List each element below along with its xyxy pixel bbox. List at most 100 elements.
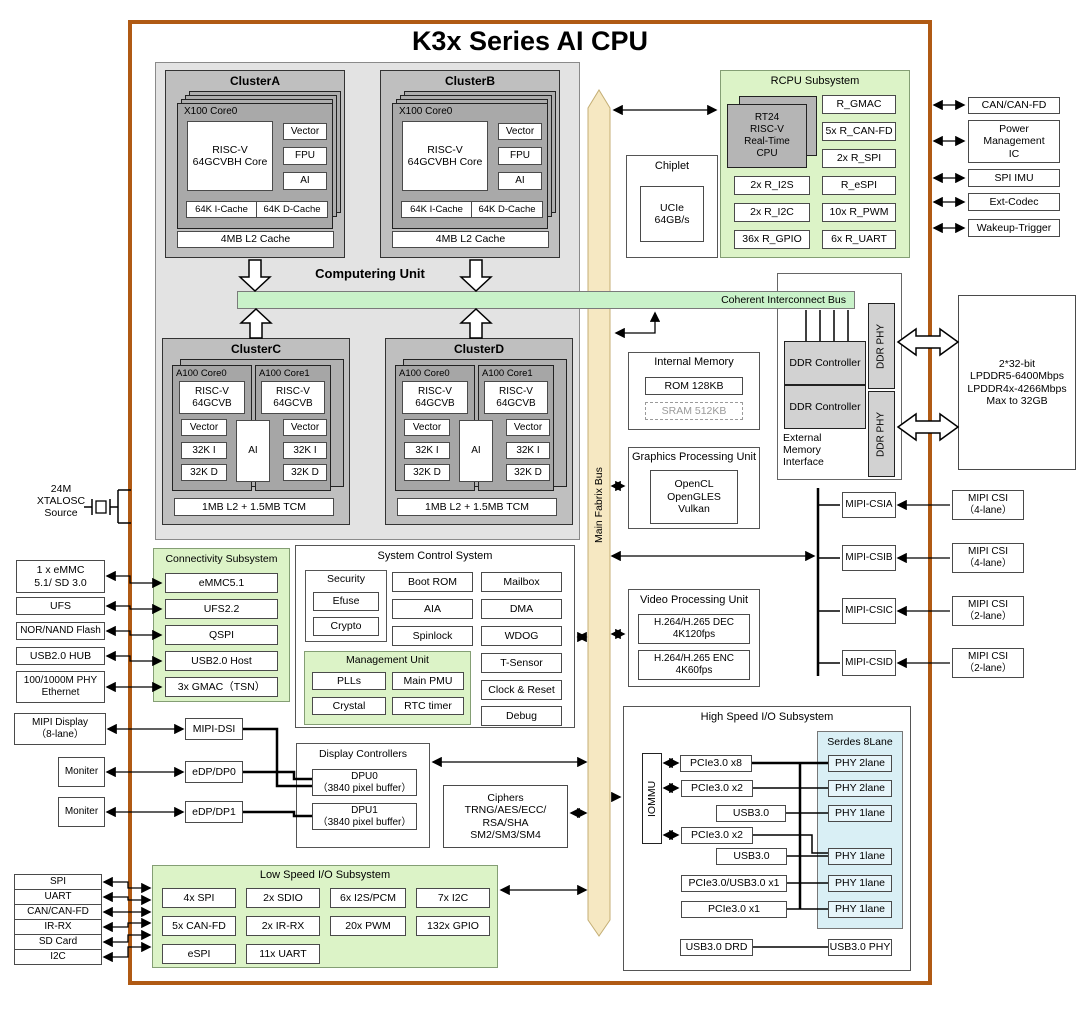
conn-emmc: eMMC5.1 — [165, 573, 278, 593]
mipi-csic: MIPI-CSIC — [842, 598, 896, 624]
scs-title: System Control System — [377, 550, 493, 562]
cluster-b-dcache: 64K D-Cache — [471, 201, 543, 218]
sram-box: SRAM 512KB — [645, 402, 743, 420]
cluster-d-riscv1: RISC-V 64GCVB — [484, 381, 548, 414]
mipi-dsi-box: MIPI-DSI — [185, 718, 243, 740]
pcie-x2-1: PCIe3.0 x2 — [681, 827, 753, 844]
cluster-c-core1-label: A100 Core1 — [259, 368, 310, 379]
cluster-a-core-label: X100 Core0 — [184, 106, 238, 117]
rtc-timer-box: RTC timer — [392, 697, 464, 715]
cluster-d-vector0: Vector — [404, 419, 450, 436]
cluster-b-riscv: RISC-V 64GCVBH Core — [402, 121, 488, 191]
page-title: K3x Series AI CPU — [411, 26, 649, 56]
rcpu-spi: 2x R_SPI — [822, 149, 896, 168]
cluster-d-d1: 32K D — [506, 464, 550, 481]
lsio-i2s: 6x I2S/PCM — [330, 888, 406, 908]
cluster-b-l2: 4MB L2 Cache — [392, 231, 549, 248]
ext-spi-imu: SPI IMU — [968, 169, 1060, 187]
conn-gmac: 3x GMAC（TSN） — [165, 677, 278, 697]
cluster-a-ai: AI — [283, 172, 327, 190]
cluster-d-i0: 32K I — [404, 442, 450, 459]
rcpu-gpio: 36x R_GPIO — [734, 230, 810, 249]
wdog-box: WDOG — [481, 626, 562, 646]
conn-qspi: QSPI — [165, 625, 278, 645]
lsio-irrx: 2x IR-RX — [246, 916, 320, 936]
cluster-b-ai: AI — [498, 172, 542, 190]
security-title: Security — [327, 573, 365, 585]
cluster-c-i1: 32K I — [283, 442, 327, 459]
rcpu-i2s: 2x R_I2S — [734, 176, 810, 195]
ext-usb2-hub: USB2.0 HUB — [16, 647, 105, 665]
lsio-spi: 4x SPI — [162, 888, 236, 908]
cluster-d-vector1: Vector — [506, 419, 550, 436]
dpu1-box: DPU1 （3840 pixel buffer） — [312, 803, 417, 830]
cluster-c-i0: 32K I — [181, 442, 227, 459]
ext-wakeup: Wakeup-Trigger — [968, 219, 1060, 237]
ext-csi-a: MIPI CSI （4-lane） — [952, 490, 1024, 520]
dma-box: DMA — [481, 599, 562, 619]
mipi-csid: MIPI-CSID — [842, 650, 896, 676]
ext-csi-c: MIPI CSI （2-lane） — [952, 596, 1024, 626]
usb3-1: USB3.0 — [716, 848, 787, 865]
cluster-c-vector0: Vector — [181, 419, 227, 436]
cluster-b-vector: Vector — [498, 123, 542, 140]
display-controllers-title: Display Controllers — [318, 748, 408, 760]
lsio-canfd: 5x CAN-FD — [162, 916, 236, 936]
ucie-box: UCIe 64GB/s — [640, 186, 704, 242]
cluster-c-riscv0: RISC-V 64GCVB — [179, 381, 245, 414]
cluster-b-fpu: FPU — [498, 147, 542, 165]
cluster-c-d1: 32K D — [283, 464, 327, 481]
cluster-c-d0: 32K D — [181, 464, 227, 481]
cluster-a-icache: 64K I-Cache — [186, 201, 257, 218]
cluster-c-title: ClusterC — [230, 342, 281, 356]
mipi-csia: MIPI-CSIA — [842, 492, 896, 518]
ext-monitor-0: Moniter — [58, 757, 105, 787]
cluster-c-l2: 1MB L2 + 1.5MB TCM — [174, 498, 334, 516]
rcpu-gmac: R_GMAC — [822, 95, 896, 114]
cluster-a-title: ClusterA — [229, 74, 280, 88]
phy-1lane-2: PHY 1lane — [828, 875, 892, 892]
management-unit-title: Management Unit — [346, 654, 429, 666]
vpu-enc: H.264/H.265 ENC 4K60fps — [638, 650, 750, 680]
ext-emmc: 1 x eMMC 5.1/ SD 3.0 — [16, 560, 105, 593]
lsio-gpio: 132x GPIO — [416, 916, 490, 936]
connectivity-title: Connectivity Subsystem — [165, 553, 278, 565]
xtalosc-label: 24M XTALOSC Source — [36, 483, 86, 519]
cluster-d-riscv0: RISC-V 64GCVB — [402, 381, 468, 414]
cluster-a-fpu: FPU — [283, 147, 327, 165]
rcpu-canfd: 5x R_CAN-FD — [822, 122, 896, 141]
ext-can: CAN/CAN-FD — [968, 97, 1060, 114]
gpu-apis: OpenCL OpenGLES Vulkan — [650, 470, 738, 524]
main-pmu-box: Main PMU — [392, 672, 464, 690]
cluster-d-l2: 1MB L2 + 1.5MB TCM — [397, 498, 557, 516]
debug-box: Debug — [481, 706, 562, 726]
crypto-box: Crypto — [313, 617, 379, 636]
cluster-d-core1-label: A100 Core1 — [482, 368, 533, 379]
phy-1lane-3: PHY 1lane — [828, 901, 892, 918]
vpu-title: Video Processing Unit — [639, 594, 749, 606]
cluster-a-dcache: 64K D-Cache — [256, 201, 328, 218]
spinlock-box: Spinlock — [392, 626, 473, 646]
t-sensor-box: T-Sensor — [481, 653, 562, 673]
ext-ethernet: 100/1000M PHY Ethernet — [16, 671, 105, 703]
ext-codec: Ext-Codec — [968, 193, 1060, 211]
clock-reset-box: Clock & Reset — [481, 680, 562, 700]
ext-pmic: Power Management IC — [968, 120, 1060, 163]
mipi-csib: MIPI-CSIB — [842, 545, 896, 571]
ext-mipi-display: MIPI Display （8-lane） — [14, 713, 106, 745]
rom-box: ROM 128KB — [645, 377, 743, 395]
dpu0-box: DPU0 （3840 pixel buffer） — [312, 769, 417, 796]
cluster-b-core-label: X100 Core0 — [399, 106, 453, 117]
ddr-controller-0: DDR Controller — [784, 341, 866, 385]
usb3-drd: USB3.0 DRD — [680, 939, 753, 956]
aia-box: AIA — [392, 599, 473, 619]
pcie-usb3-x1: PCIe3.0/USB3.0 x1 — [681, 875, 787, 892]
hsio-title: High Speed I/O Subsystem — [700, 711, 834, 723]
rcpu-title: RCPU Subsystem — [770, 75, 860, 87]
edp0-box: eDP/DP0 — [185, 761, 243, 783]
ext-monitor-1: Moniter — [58, 797, 105, 827]
pcie-x8: PCIe3.0 x8 — [680, 755, 752, 772]
lsio-title: Low Speed I/O Subsystem — [259, 869, 391, 881]
usb3-phy: USB3.0 PHY — [828, 939, 892, 956]
